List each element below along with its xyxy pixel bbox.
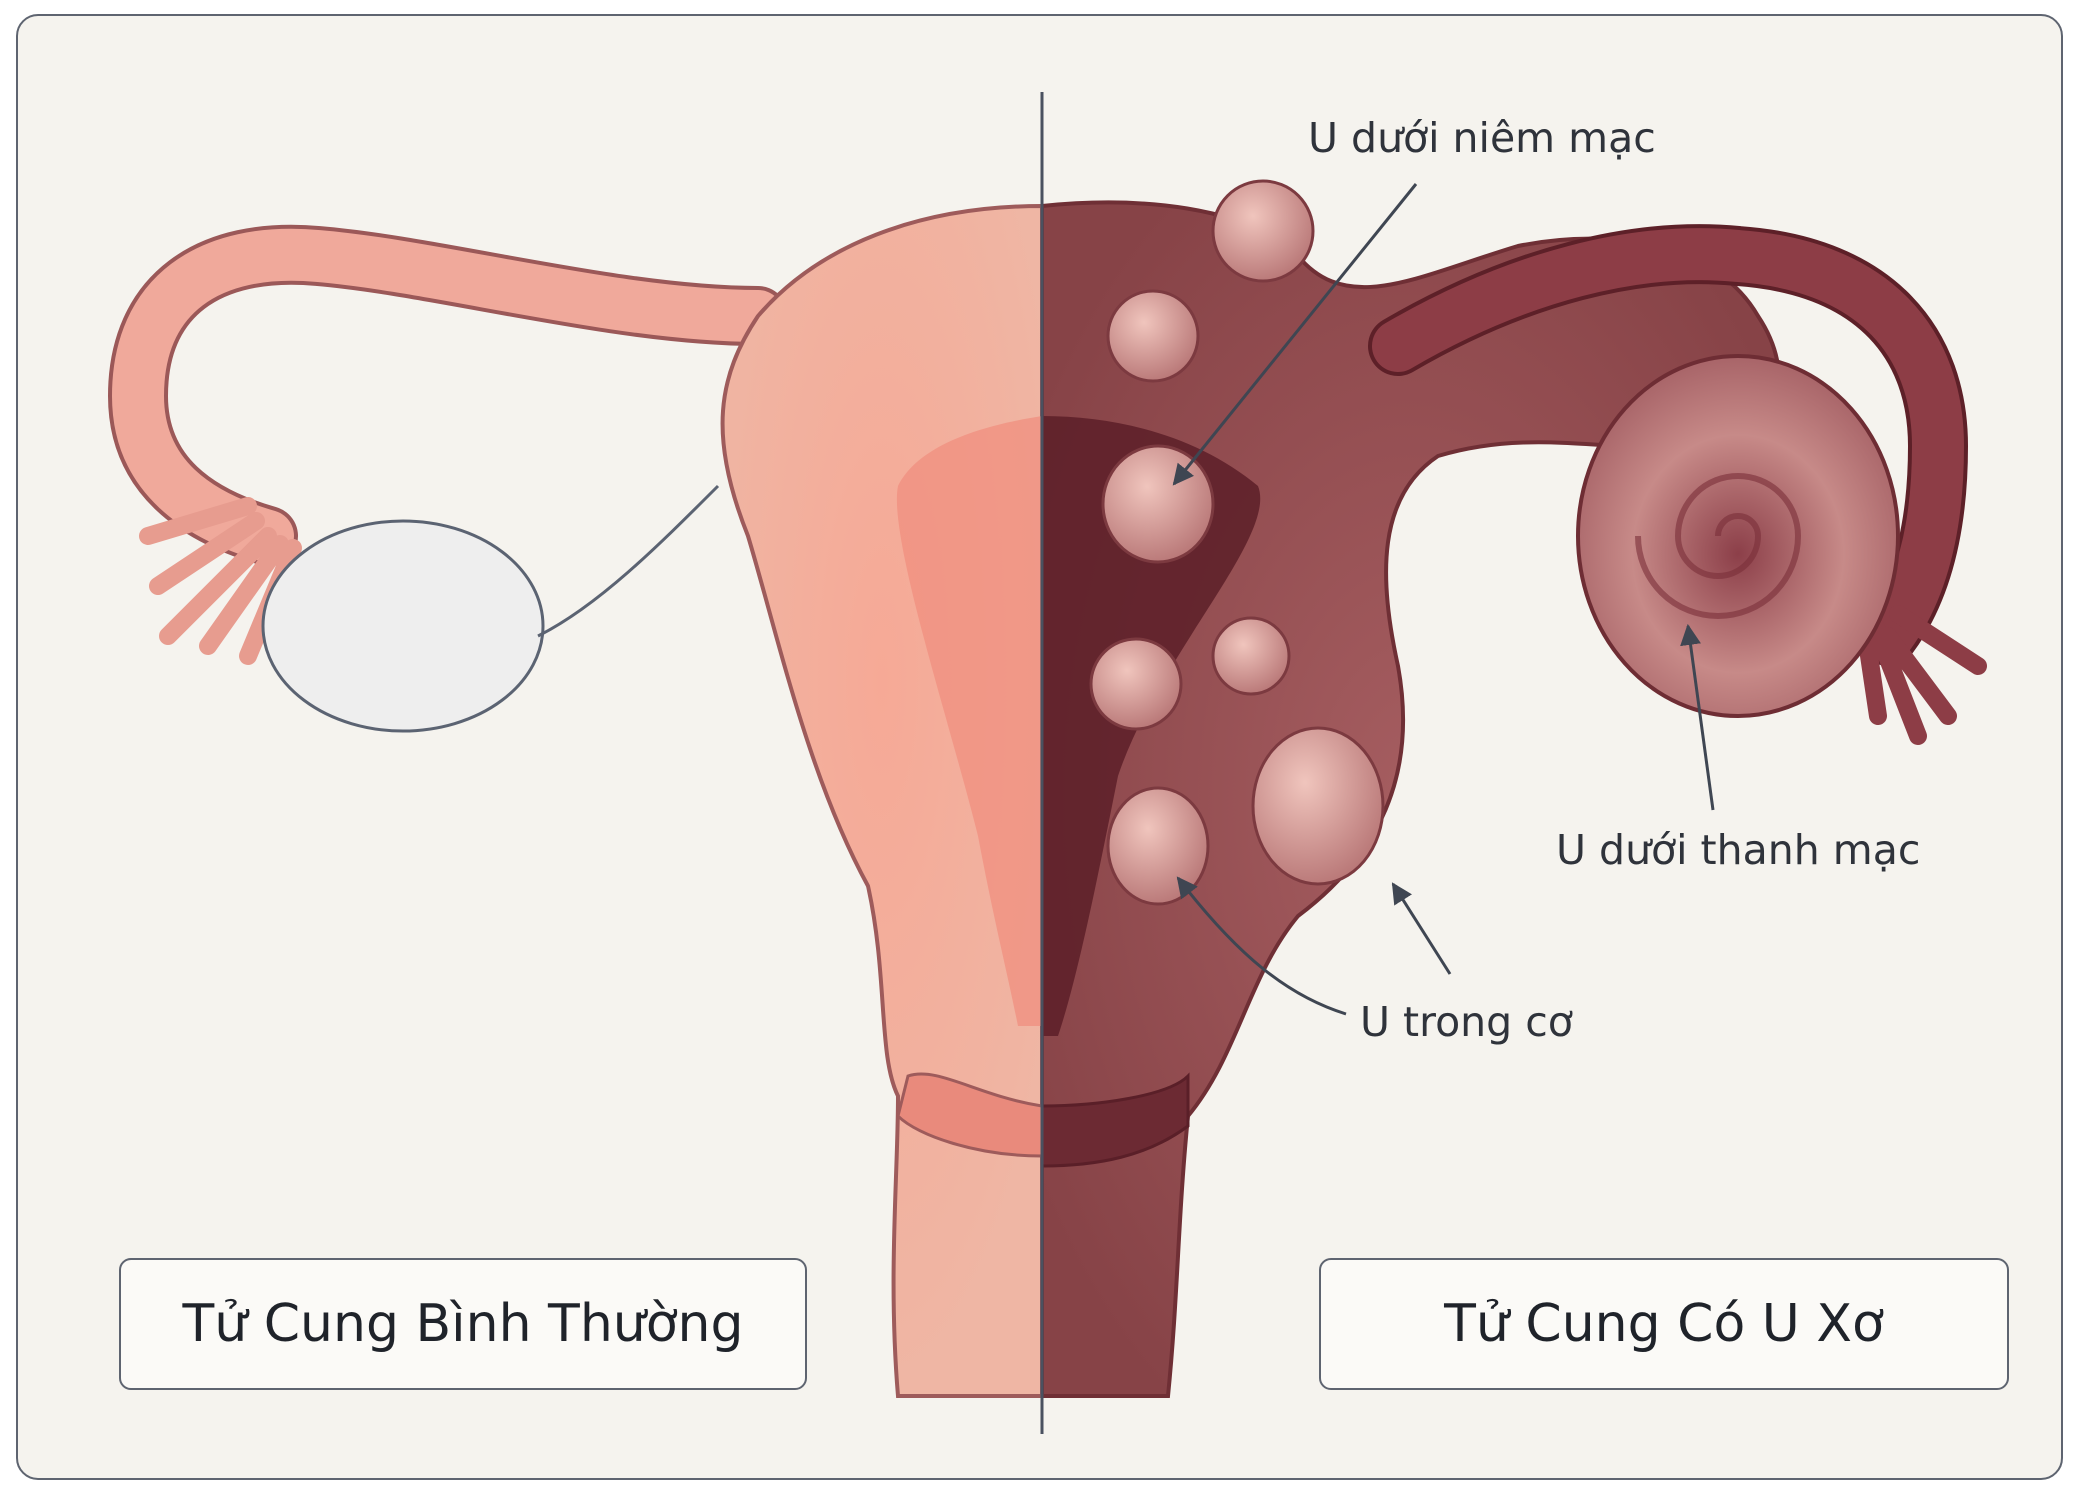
fibroid-nodule (1108, 291, 1198, 381)
fibroid-nodule (1213, 181, 1313, 281)
left-ovary (263, 521, 543, 731)
intramural-leader-2 (1393, 884, 1450, 974)
fibroid-nodule (1091, 639, 1181, 729)
normal-uterus-label: Tử Cung Bình Thường (119, 1258, 807, 1390)
subserosal-callout: U dưới thanh mạc (1556, 826, 1920, 874)
submucosal-callout: U dưới niêm mạc (1308, 114, 1656, 162)
intramural-fibroid (1108, 788, 1208, 904)
fibroid-uterus (1042, 181, 1978, 1396)
subserosal-fibroid (1578, 356, 1898, 716)
diagram-frame: U dưới niêm mạc U dưới thanh mạc U trong… (16, 14, 2063, 1480)
normal-uterus (138, 206, 1042, 1396)
fibroid-nodule (1253, 728, 1383, 884)
submucosal-fibroid (1103, 446, 1213, 562)
fibroid-uterus-label: Tử Cung Có U Xơ (1319, 1258, 2009, 1390)
right-fimbriae (1864, 614, 1978, 736)
fibroid-nodule (1213, 618, 1289, 694)
intramural-callout: U trong cơ (1360, 998, 1573, 1046)
